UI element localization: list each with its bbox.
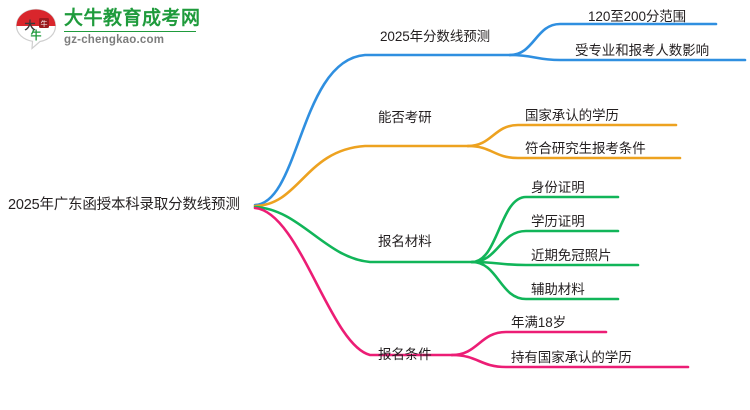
leaf-label-3-2[interactable]: 学历证明 (531, 214, 585, 229)
logo-divider (64, 30, 196, 32)
branch-connector-1 (253, 22, 747, 207)
branch-label-4[interactable]: 报名条件 (378, 347, 432, 362)
logo-text: 大牛教育成考网 gz-chengkao.com (64, 9, 201, 46)
branch-label-2[interactable]: 能否考研 (378, 110, 432, 125)
leaf-label-1-2[interactable]: 受专业和报考人数影响 (575, 43, 709, 58)
leaf-label-1-1[interactable]: 120至200分范围 (588, 9, 687, 24)
leaf-label-3-1[interactable]: 身份证明 (531, 180, 585, 195)
branch-connector-3 (253, 195, 640, 301)
logo-mark-icon: 牛 大 牛 (15, 8, 57, 50)
logo-subtitle: gz-chengkao.com (64, 33, 165, 46)
leaf-label-3-4[interactable]: 辅助材料 (531, 282, 585, 297)
branch-label-1[interactable]: 2025年分数线预测 (380, 29, 491, 44)
svg-text:大: 大 (25, 18, 36, 32)
leaf-label-2-2[interactable]: 符合研究生报考条件 (525, 141, 646, 156)
leaf-label-4-1[interactable]: 年满18岁 (511, 315, 567, 330)
svg-text:牛: 牛 (31, 28, 42, 42)
leaf-label-4-2[interactable]: 持有国家承认的学历 (511, 350, 632, 365)
svg-text:牛: 牛 (41, 19, 48, 28)
root-node-label[interactable]: 2025年广东函授本科录取分数线预测 (8, 197, 240, 213)
branch-connector-4 (253, 206, 690, 369)
branch-label-3[interactable]: 报名材料 (378, 234, 432, 249)
leaf-label-3-3[interactable]: 近期免冠照片 (531, 248, 612, 263)
site-logo: 牛 大 牛 大牛教育成考网 gz-chengkao.com (14, 6, 200, 52)
leaf-label-2-1[interactable]: 国家承认的学历 (525, 108, 619, 123)
logo-title: 大牛教育成考网 (64, 8, 201, 29)
branch-connector-2 (253, 123, 682, 208)
